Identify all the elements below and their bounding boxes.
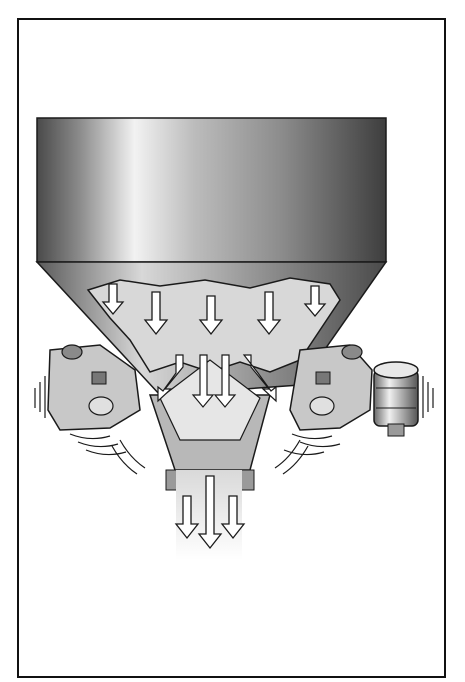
flow-arrows-inner: [157, 354, 277, 408]
discharge-cone: [148, 359, 271, 491]
left-mount: [47, 344, 141, 431]
down-arrow-icon: [256, 291, 282, 336]
hopper-cylinder: [36, 117, 387, 263]
down-arrow-icon: [191, 354, 215, 408]
down-arrow-icon: [143, 291, 169, 336]
down-arrow-icon: [198, 295, 224, 336]
vibration-lines-icon: [34, 376, 434, 475]
flow-arrows-lower: [174, 475, 246, 550]
down-arrow-icon: [242, 354, 277, 403]
vibrator-motor-icon: [373, 361, 419, 437]
down-arrow-icon: [197, 475, 223, 550]
down-arrow-icon: [101, 283, 125, 316]
flow-arrows-upper: [101, 283, 327, 336]
down-arrow-icon: [157, 354, 184, 403]
down-arrow-icon: [220, 495, 246, 540]
down-arrow-icon: [303, 285, 327, 318]
down-arrow-icon: [213, 354, 237, 408]
down-arrow-icon: [174, 495, 200, 540]
right-mount: [289, 344, 373, 431]
